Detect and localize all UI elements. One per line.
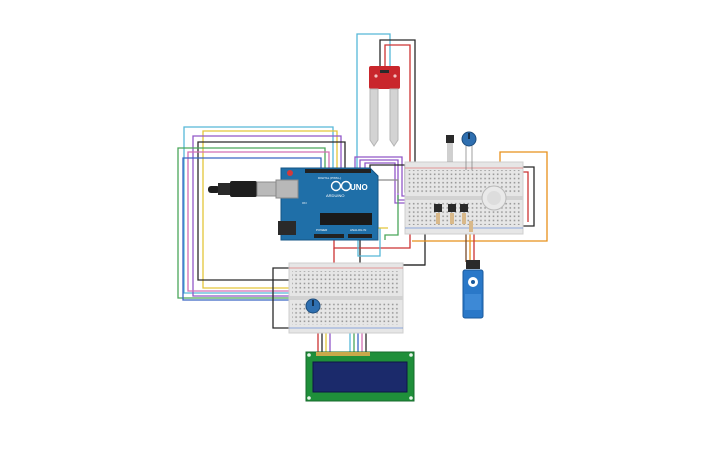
potentiometer-bottom[interactable] — [305, 298, 321, 314]
wire-black-sensor[interactable] — [379, 39, 416, 162]
digital-label: DIGITAL (PWM~) — [318, 176, 341, 180]
micro-servo[interactable] — [462, 260, 484, 319]
components-row — [434, 204, 473, 232]
on-label: ON — [302, 201, 307, 205]
resistor-3[interactable] — [462, 213, 466, 224]
arduino-board[interactable]: UNO ARDUINO DIGITAL (PWM~) POWER ANALOG … — [275, 167, 379, 241]
resistor-1[interactable] — [436, 213, 440, 224]
wire-black-left[interactable] — [197, 141, 346, 281]
wire-purple-left[interactable] — [192, 135, 342, 297]
soil-moisture-sensor[interactable] — [369, 66, 400, 147]
push-button-3[interactable] — [460, 204, 468, 212]
push-button-2[interactable] — [448, 204, 456, 212]
microcontroller-chip — [320, 213, 372, 225]
wire-cyan-sensor[interactable] — [356, 33, 391, 170]
wire-orange-right[interactable] — [412, 151, 548, 242]
wire-cyan-left[interactable] — [183, 126, 334, 294]
digital-header — [305, 169, 371, 173]
piezo-buzzer[interactable] — [481, 185, 507, 211]
wire-red-5v[interactable] — [333, 232, 411, 249]
lcd-16x2[interactable] — [305, 351, 415, 402]
wire-black-lower-left[interactable] — [272, 267, 296, 329]
reset-button[interactable] — [287, 170, 293, 176]
analog-label: ANALOG IN — [350, 228, 366, 232]
wire-green-analog[interactable] — [384, 195, 399, 240]
power-header — [314, 234, 344, 238]
wire-red-sensor[interactable] — [384, 44, 411, 162]
temperature-sensor[interactable] — [446, 135, 454, 162]
arduino-logo-icon — [330, 180, 342, 192]
resistor-4[interactable] — [469, 221, 473, 232]
wire-green-left[interactable] — [177, 147, 356, 299]
wire-gray-right[interactable] — [375, 179, 399, 193]
wire-cyan-analog[interactable] — [357, 228, 381, 257]
wire-yellow-left[interactable] — [202, 130, 338, 289]
lcd-screen — [312, 361, 408, 393]
wire-blue-left[interactable] — [182, 157, 360, 301]
usb-port — [275, 179, 299, 199]
arduino-brand-label: ARDUINO — [326, 193, 344, 198]
wire-pink-left[interactable] — [187, 151, 330, 292]
usb-cable[interactable] — [208, 181, 284, 197]
arduino-model-label: UNO — [350, 183, 368, 192]
potentiometer-top[interactable] — [461, 131, 477, 170]
analog-header — [348, 234, 372, 238]
power-label: POWER — [316, 228, 328, 232]
breadboard-bottom[interactable] — [288, 262, 404, 334]
resistor-2[interactable] — [450, 213, 454, 224]
push-button-1[interactable] — [434, 204, 442, 212]
lcd-pin-header — [316, 352, 370, 356]
power-jack — [278, 221, 296, 235]
